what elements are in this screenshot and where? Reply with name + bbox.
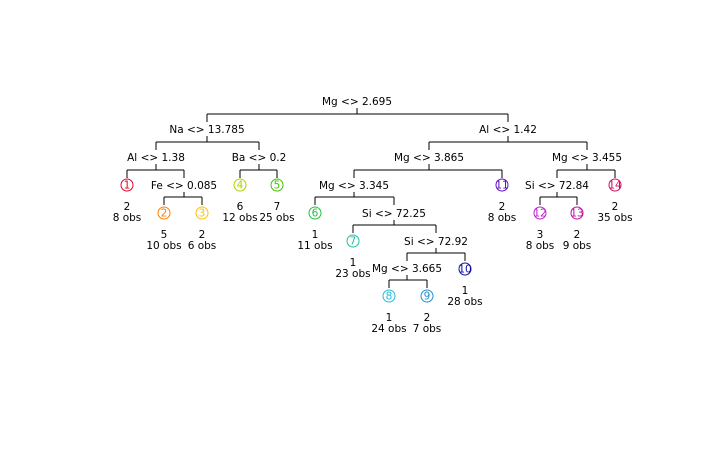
leaf-obs: 28 obs [447, 296, 482, 308]
leaf-obs: 35 obs [597, 212, 632, 224]
leaf-node: 6 111 obs [297, 206, 333, 252]
split-node: Ba <> 0.2 [232, 152, 287, 178]
leaf-class: 2 [424, 312, 431, 324]
leaf-obs: 12 obs [222, 212, 257, 224]
split-node: Mg <> 3.345 [314, 180, 395, 205]
leaf-class: 1 [312, 229, 319, 241]
leaf-id: 6 [312, 208, 319, 220]
split-label: Si <> 72.84 [525, 180, 589, 192]
leaf-id: 5 [274, 180, 281, 192]
leaf-obs: 9 obs [563, 240, 592, 252]
leaf-id: 8 [386, 291, 393, 303]
leaf-id: 14 [608, 180, 622, 192]
split-node: Mg <> 3.455 [552, 152, 622, 178]
split-label: Si <> 72.92 [404, 236, 468, 248]
leaf-class: 5 [161, 229, 168, 241]
leaf-obs: 24 obs [371, 323, 406, 335]
leaf-node: 13 29 obs [563, 206, 592, 252]
split-label: Fe <> 0.085 [151, 180, 217, 192]
leaf-obs: 8 obs [488, 212, 517, 224]
leaf-node: 3 26 obs [188, 206, 217, 252]
split-label: Mg <> 3.865 [394, 152, 464, 164]
leaf-circle [308, 206, 322, 220]
split-node: Mg <> 3.865 [353, 152, 503, 178]
leaf-circle [608, 178, 622, 192]
leaf-id: 3 [199, 208, 206, 220]
leaf-obs: 6 obs [188, 240, 217, 252]
split-node: Si <> 72.92 [404, 236, 468, 261]
leaf-node: 11 28 obs [488, 178, 517, 224]
leaf-id: 4 [237, 180, 244, 192]
leaf-node: 1 28 obs [113, 178, 142, 224]
split-label: Na <> 13.785 [169, 124, 244, 136]
leaf-class: 2 [199, 229, 206, 241]
split-label: Mg <> 3.665 [372, 263, 442, 275]
split-node: Mg <> 2.695 [206, 96, 509, 122]
leaf-node: 2 510 obs [146, 206, 182, 252]
split-node: Mg <> 3.665 [372, 263, 442, 288]
split-label: Al <> 1.38 [127, 152, 185, 164]
leaf-obs: 11 obs [297, 240, 332, 252]
leaf-node: 4 612 obs [222, 178, 258, 224]
leaf-node: 10 128 obs [447, 262, 483, 308]
leaf-circle [157, 206, 171, 220]
leaf-id: 2 [161, 208, 168, 220]
leaf-obs: 8 obs [113, 212, 142, 224]
split-label: Al <> 1.42 [479, 124, 537, 136]
split-node: Al <> 1.38 [126, 152, 185, 178]
leaf-obs: 25 obs [259, 212, 294, 224]
split-node: Na <> 13.785 [155, 124, 260, 150]
leaf-circle [270, 178, 284, 192]
leaf-class: 1 [350, 257, 357, 269]
split-label: Mg <> 2.695 [322, 96, 392, 108]
leaf-obs: 10 obs [146, 240, 181, 252]
leaf-circle [233, 178, 247, 192]
leaf-obs: 23 obs [335, 268, 370, 280]
leaf-id: 13 [570, 208, 583, 220]
leaf-circle [570, 206, 584, 220]
split-label: Ba <> 0.2 [232, 152, 287, 164]
leaf-node: 7 123 obs [335, 234, 371, 280]
leaf-id: 7 [350, 236, 357, 248]
leaf-node: 8 124 obs [371, 289, 407, 335]
leaf-class: 7 [274, 201, 281, 213]
split-node: Si <> 72.25 [352, 208, 437, 233]
leaf-node: 5 725 obs [259, 178, 295, 224]
leaf-class: 2 [499, 201, 506, 213]
leaf-class: 2 [574, 229, 581, 241]
leaf-id: 11 [495, 180, 508, 192]
leaf-node: 9 27 obs [413, 289, 442, 335]
split-node: Fe <> 0.085 [151, 180, 217, 205]
leaf-circle [120, 178, 134, 192]
split-label: Mg <> 3.345 [319, 180, 389, 192]
leaf-id: 12 [533, 208, 546, 220]
leaf-class: 1 [462, 285, 469, 297]
leaf-node: 14 235 obs [597, 178, 633, 224]
leaf-class: 6 [237, 201, 244, 213]
split-node: Al <> 1.42 [428, 124, 588, 150]
leaf-class: 2 [124, 201, 131, 213]
leaf-class: 1 [386, 312, 393, 324]
leaf-circle [458, 262, 472, 276]
leaf-id: 1 [124, 180, 131, 192]
leaf-circle [346, 234, 360, 248]
leaf-class: 3 [537, 229, 544, 241]
leaf-circle [495, 178, 509, 192]
leaf-circle [382, 289, 396, 303]
leaf-circle [420, 289, 434, 303]
leaf-class: 2 [612, 201, 619, 213]
leaf-circle [533, 206, 547, 220]
leaf-obs: 7 obs [413, 323, 442, 335]
leaf-node: 12 38 obs [526, 206, 555, 252]
split-node: Si <> 72.84 [525, 180, 589, 205]
leaf-circle [195, 206, 209, 220]
split-label: Mg <> 3.455 [552, 152, 622, 164]
leaf-obs: 8 obs [526, 240, 555, 252]
leaf-id: 9 [424, 291, 431, 303]
split-label: Si <> 72.25 [362, 208, 426, 220]
leaf-id: 10 [458, 264, 471, 276]
